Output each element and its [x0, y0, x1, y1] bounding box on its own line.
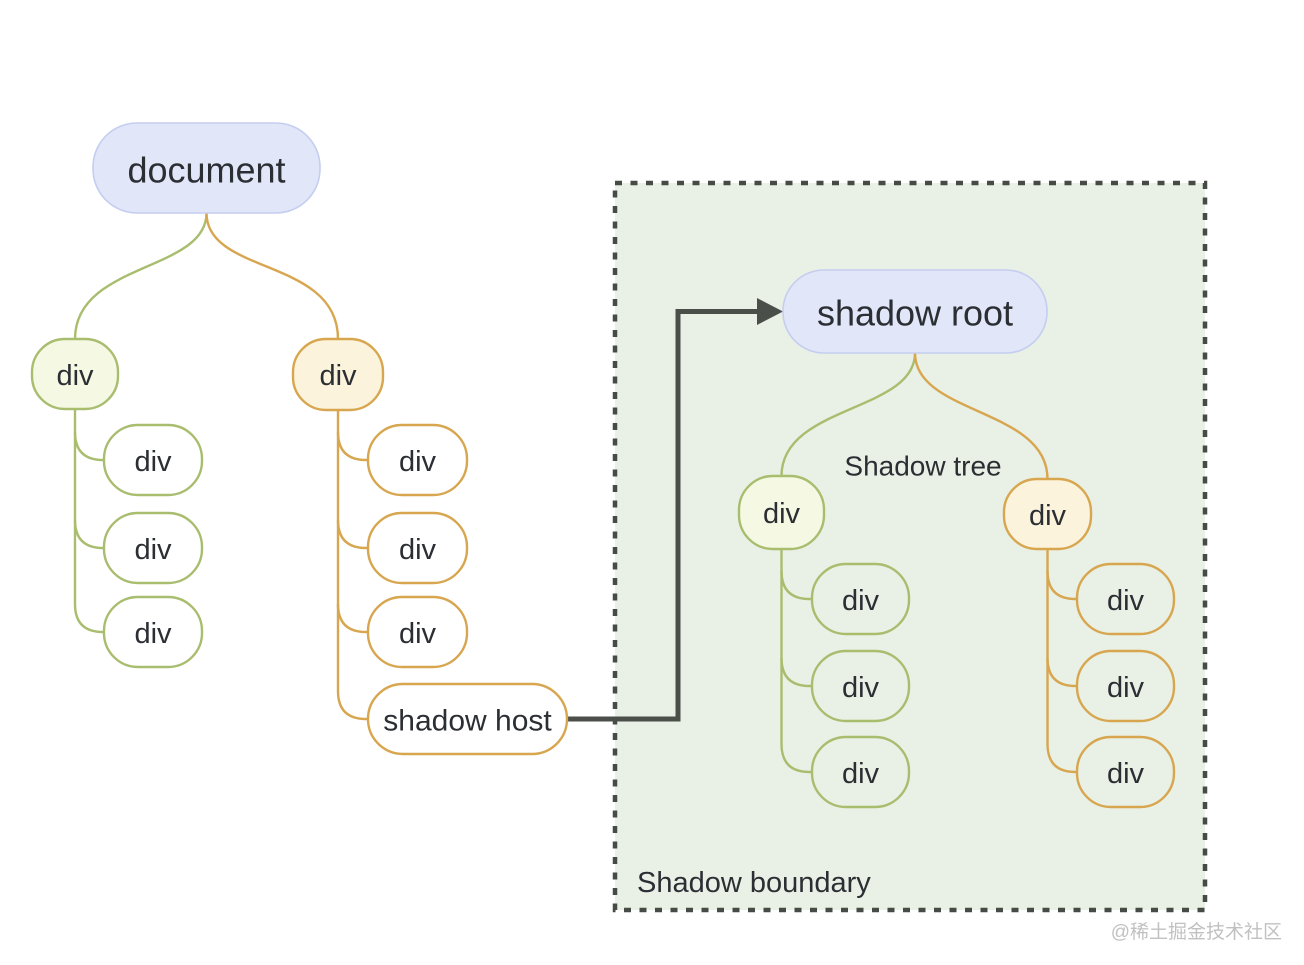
- branch-doc-left-1: [73, 431, 104, 462]
- doc-left-div-pill: [30, 337, 120, 411]
- branch-shadow-right-1: [1046, 570, 1077, 601]
- branch-shadow-left-1: [780, 570, 812, 601]
- shadow-green-child-2-pill: [810, 649, 911, 723]
- trunk-doc-right: [336, 410, 368, 721]
- shadow-orange-div-label: div: [1029, 500, 1067, 532]
- shadow-host-label: shadow host: [383, 705, 552, 738]
- doc-right-child-1: div: [366, 423, 469, 497]
- shadow-orange-child-2-pill: [1075, 649, 1176, 723]
- shadow-green-child-1: div: [810, 562, 911, 636]
- shadow-green-child-3: div: [810, 735, 911, 809]
- shadow-orange-child-3-pill: [1075, 735, 1176, 809]
- doc-right-child-1-label: div: [399, 446, 437, 478]
- shadow-host-to-root-arrow: [567, 298, 783, 722]
- doc-left-child-3-pill: [102, 595, 204, 669]
- doc-right-child-2-pill: [366, 511, 469, 585]
- document-node-pill: [92, 122, 321, 214]
- doc-left-div-node: div: [30, 337, 120, 411]
- shadow-orange-child-1-pill: [1075, 562, 1176, 636]
- shadow-orange-child-1-label: div: [1107, 585, 1145, 617]
- edge-document-to-left-div: [73, 212, 208, 340]
- branch-doc-right-2: [336, 519, 368, 550]
- doc-right-div-node: div: [291, 337, 385, 412]
- branch-shadow-left-2: [780, 657, 812, 688]
- shadow-root-pill: [782, 269, 1048, 354]
- doc-left-child-2-pill: [102, 511, 204, 585]
- shadow-host-pill: [366, 682, 569, 756]
- shadow-host-node: shadow host: [366, 682, 569, 756]
- doc-right-child-2: div: [366, 511, 469, 585]
- shadow-green-child-1-pill: [810, 562, 911, 636]
- document-tree-edges: [73, 212, 368, 721]
- doc-right-child-3-label: div: [399, 618, 437, 650]
- shadow-root-label: shadow root: [817, 293, 1013, 334]
- shadow-green-div-label: div: [763, 498, 801, 530]
- arrow-line: [567, 309, 757, 722]
- shadow-boundary-label: Shadow boundary: [637, 867, 871, 899]
- shadow-green-child-2-label: div: [842, 672, 880, 704]
- shadow-green-child-1-label: div: [842, 585, 880, 617]
- trunk-doc-left: [73, 409, 104, 634]
- shadow-orange-child-3: div: [1075, 735, 1176, 809]
- shadow-green-child-2: div: [810, 649, 911, 723]
- shadow-orange-div-pill: [1002, 477, 1093, 551]
- doc-right-child-2-label: div: [399, 534, 437, 566]
- document-node-label: document: [127, 150, 285, 191]
- trunk-shadow-right: [1046, 549, 1077, 774]
- branch-doc-left-2: [73, 519, 104, 550]
- shadow-green-div-node: div: [737, 474, 826, 551]
- shadow-orange-div-node: div: [1002, 477, 1093, 551]
- shadow-orange-child-1: div: [1075, 562, 1176, 636]
- shadow-green-div-pill: [737, 474, 826, 551]
- edge-shadowroot-to-right-div: [913, 352, 1049, 480]
- branch-shadow-right-2: [1046, 657, 1077, 688]
- document-node: document: [92, 122, 321, 214]
- doc-right-child-3: div: [366, 595, 469, 669]
- branch-doc-right-3: [336, 603, 368, 634]
- trunk-shadow-left: [780, 549, 812, 774]
- watermark: @稀土掘金技术社区: [1111, 921, 1282, 943]
- shadow-tree-edges: [780, 352, 1077, 774]
- arrow-head-icon: [757, 298, 783, 325]
- doc-right-child-1-pill: [366, 423, 469, 497]
- doc-left-child-2: div: [102, 511, 204, 585]
- shadow-tree-label: Shadow tree: [844, 451, 1001, 482]
- doc-left-child-3-label: div: [134, 618, 172, 650]
- doc-left-child-3: div: [102, 595, 204, 669]
- doc-right-div-pill: [291, 337, 385, 412]
- shadow-green-child-3-pill: [810, 735, 911, 809]
- branch-doc-right-1: [336, 431, 368, 462]
- shadow-root-node: shadow root: [782, 269, 1048, 354]
- doc-right-child-3-pill: [366, 595, 469, 669]
- doc-right-div-label: div: [319, 360, 357, 392]
- shadow-orange-child-2-label: div: [1107, 672, 1145, 704]
- doc-left-child-1-pill: [102, 423, 204, 497]
- doc-left-child-2-label: div: [134, 534, 172, 566]
- doc-left-div-label: div: [56, 360, 94, 392]
- edge-document-to-right-div: [205, 212, 340, 340]
- doc-left-child-1: div: [102, 423, 204, 497]
- shadow-orange-child-3-label: div: [1107, 758, 1145, 790]
- edge-shadowroot-to-left-div: [780, 352, 917, 477]
- doc-left-child-1-label: div: [134, 446, 172, 478]
- shadow-orange-child-2: div: [1075, 649, 1176, 723]
- shadow-green-child-3-label: div: [842, 758, 880, 790]
